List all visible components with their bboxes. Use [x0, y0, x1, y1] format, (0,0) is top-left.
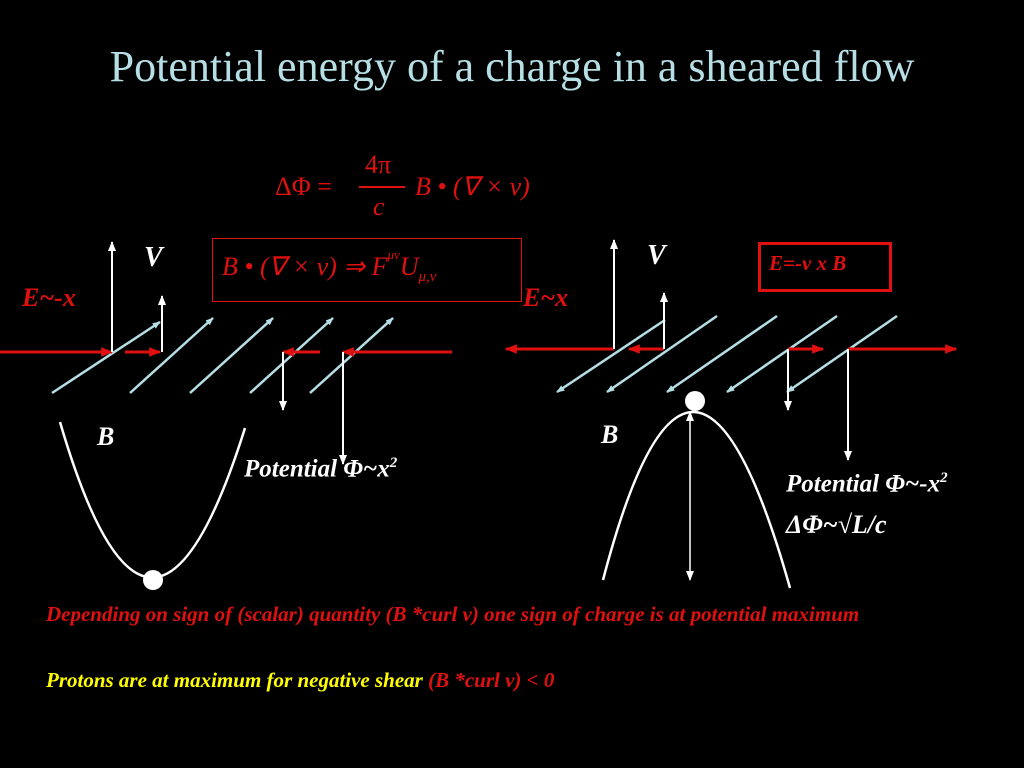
right-field-lines	[556, 314, 898, 394]
equation-box-content: B • (∇ × v) ⇒ FμνUμ,ν	[222, 247, 437, 286]
note-line2: Protons are at maximum for negative shea…	[46, 664, 986, 697]
equation-box-after: U	[399, 252, 419, 281]
left-potential-label: Potential Φ~x2	[244, 455, 397, 483]
equation-lhs: ΔΦ =	[275, 172, 332, 201]
equation-rhs: B • (∇ × v)	[415, 172, 530, 201]
note-line2-yellow: Protons are at maximum for negative shea…	[46, 668, 423, 692]
right-e-label: E~x	[523, 283, 569, 312]
right-charge	[685, 391, 705, 411]
right-potential-exp: 2	[940, 470, 948, 486]
equation-box	[212, 238, 522, 302]
left-potential-text: Potential Φ~x	[244, 455, 390, 483]
equation-box-sup: μν	[387, 247, 400, 263]
right-potential-hill	[601, 410, 792, 589]
right-potential-label: Potential Φ~-x2	[786, 470, 948, 498]
left-potential-exp: 2	[389, 455, 398, 471]
right-v-label: V	[647, 240, 666, 271]
left-b-label: B	[97, 422, 115, 451]
equation-denominator: c	[373, 192, 385, 221]
right-velocity-arrows	[610, 239, 852, 461]
note-line1: Depending on sign of (scalar) quantity (…	[46, 602, 860, 626]
left-charge	[143, 570, 163, 590]
left-v-label: V	[144, 242, 163, 273]
equation-numerator: 4π	[365, 150, 392, 179]
slide-title: Potential energy of a charge in a sheare…	[109, 42, 915, 91]
equation-box-text: B • (∇ × v) ⇒ F	[222, 252, 388, 281]
right-delta-label: ΔΦ~√L/c	[786, 510, 887, 539]
note-line2-red: (B *curl v) < 0	[428, 668, 555, 692]
left-e-label: E~-x	[22, 283, 76, 312]
right-e-box	[758, 242, 892, 292]
left-potential-well	[58, 421, 247, 579]
right-potential-text: Potential Φ~-x	[786, 470, 941, 498]
right-e-box-label: E=-v x B	[769, 251, 847, 275]
equation-box-sub: μ,ν	[418, 269, 437, 286]
equation-top: ΔΦ = 4π c B • (∇ × v)	[275, 150, 565, 230]
left-field-lines	[51, 317, 394, 395]
equation-fraction-bar	[359, 186, 405, 188]
left-velocity-arrows	[108, 241, 347, 465]
right-b-label: B	[601, 420, 619, 449]
